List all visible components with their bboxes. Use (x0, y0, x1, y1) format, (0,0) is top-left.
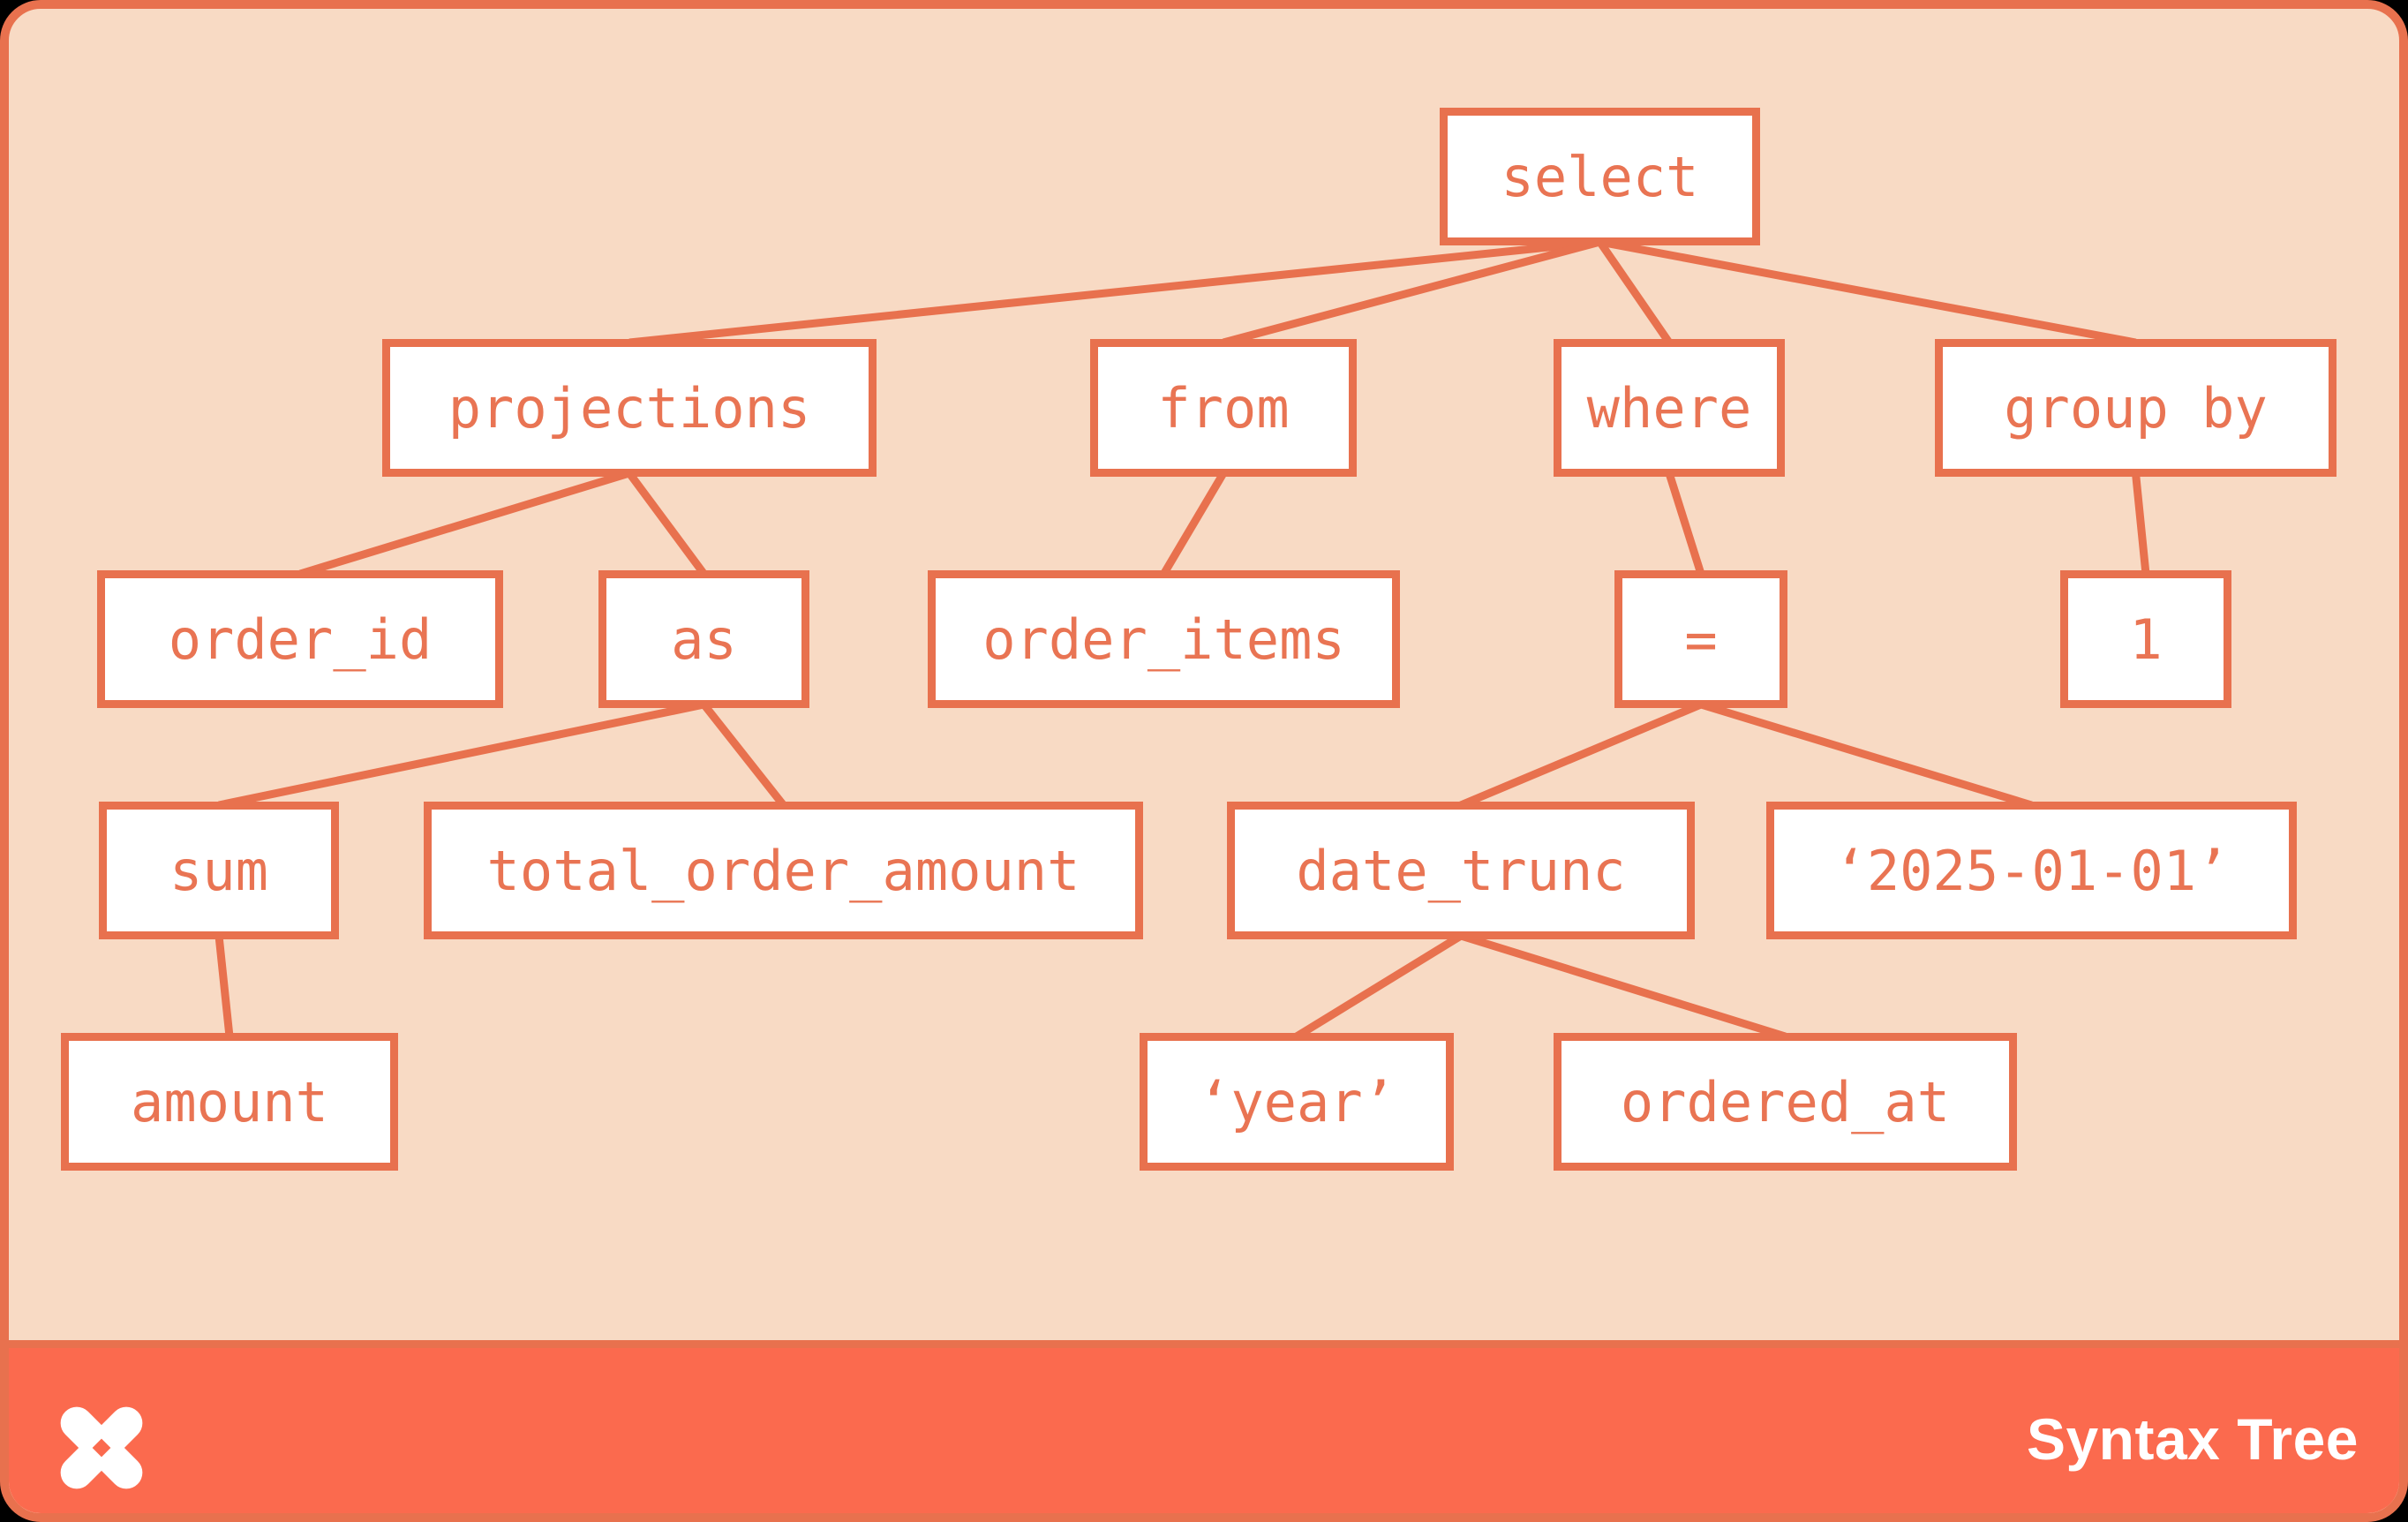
tree-node-year-literal: ‘year’ (1140, 1033, 1454, 1171)
tree-edge-select-projections (628, 237, 1600, 347)
tree-node-projections: projections (382, 339, 877, 477)
footer-title: Syntax Tree (2026, 1405, 2359, 1472)
tree-node-one: 1 (2060, 570, 2231, 708)
tree-node-from: from (1090, 339, 1357, 477)
tree-node-equals: = (1614, 570, 1787, 708)
tree-edge-date-trunc-ordered-at (1459, 931, 1787, 1041)
tree-node-sum: sum (99, 802, 339, 939)
tree-edge-projections-order-id (298, 469, 631, 578)
tree-edge-as-total-order-amount (700, 702, 787, 808)
tree-edge-group-by-one (2132, 472, 2150, 575)
tree-node-amount: amount (61, 1033, 398, 1171)
tree-node-order-id: order_id (97, 570, 503, 708)
footer-band: Syntax Tree (9, 1340, 2399, 1513)
tree-edges (214, 237, 2150, 1041)
tree-edge-projections-as (626, 471, 708, 576)
tree-node-where: where (1554, 339, 1785, 477)
tree-node-date-literal: ‘2025-01-01’ (1766, 802, 2297, 939)
tree-node-group-by: group by (1935, 339, 2337, 477)
tree-node-as: as (598, 570, 809, 708)
tree-edge-select-group-by (1599, 237, 2137, 347)
tree-node-order-items: order_items (928, 570, 1400, 708)
tobiko-shuriken-logo-icon (60, 1406, 143, 1489)
tree-node-total-order-amount: total_order_amount (424, 802, 1143, 939)
tree-edge-date-trunc-year-literal (1294, 932, 1464, 1040)
tree-node-select: select (1440, 108, 1760, 245)
tree-edge-sum-amount (214, 935, 234, 1037)
tree-node-ordered-at: ordered_at (1554, 1033, 2017, 1171)
tree-edge-where-equals (1665, 471, 1705, 576)
tree-edge-equals-date-literal (1699, 700, 2033, 810)
tree-edge-equals-date-trunc (1459, 700, 1703, 810)
tree-edge-as-sum (218, 700, 705, 810)
tree-edge-from-order-items (1160, 471, 1227, 576)
tree-node-date-trunc: date_trunc (1227, 802, 1695, 939)
tree-edge-select-where (1596, 239, 1673, 345)
tree-edge-select-from (1222, 237, 1601, 347)
